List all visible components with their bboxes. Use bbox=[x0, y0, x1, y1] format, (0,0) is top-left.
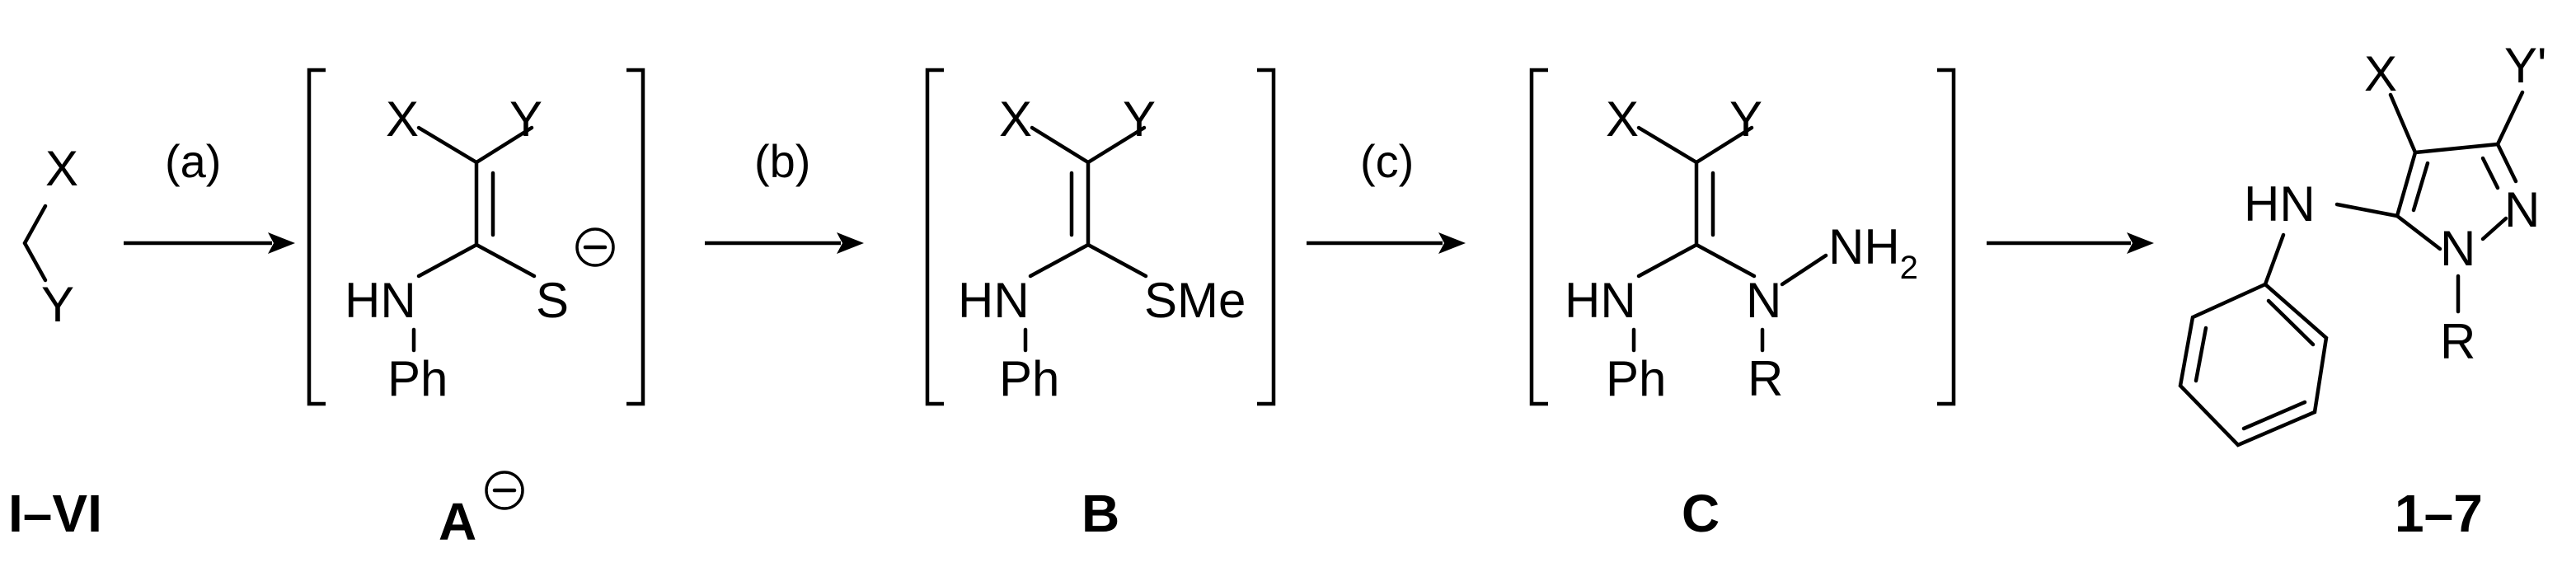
arrow-b: (b) bbox=[705, 135, 864, 254]
condition-c-label: (c) bbox=[1360, 135, 1414, 187]
arrow-final bbox=[1987, 232, 2154, 254]
bracket-left-c bbox=[1529, 68, 1548, 406]
condition-b-label: (b) bbox=[754, 135, 810, 187]
b-x-label: X bbox=[999, 91, 1032, 147]
c-n-label: N bbox=[1746, 273, 1781, 328]
c-compound-label: C bbox=[1682, 484, 1720, 543]
intermediate-c: X Y HN Ph N NH2 R C bbox=[1529, 68, 1956, 543]
b-compound-label: B bbox=[1082, 484, 1119, 543]
c-ph-label: Ph bbox=[1606, 351, 1666, 406]
start-y-label: Y bbox=[41, 277, 74, 332]
b-ph-label: Ph bbox=[999, 351, 1059, 406]
arrow-a: (a) bbox=[124, 135, 295, 254]
b-nh-label: HN bbox=[958, 273, 1030, 328]
b-sme-label: SMe bbox=[1144, 273, 1246, 328]
bracket-left-a bbox=[307, 68, 326, 406]
a-ph-label: Ph bbox=[387, 351, 448, 406]
a-charge-minus-icon bbox=[575, 227, 615, 267]
product-n2-label: N bbox=[2504, 182, 2540, 237]
product-pyrazole: X Y' N N R HN 1–7 bbox=[2178, 38, 2546, 543]
product-x-label: X bbox=[2364, 46, 2397, 101]
a-nh-label: HN bbox=[345, 273, 416, 328]
start-x-label: X bbox=[45, 141, 78, 196]
product-hn-label: HN bbox=[2244, 176, 2316, 232]
intermediate-a: X Y HN Ph S A bbox=[307, 68, 645, 551]
condition-a-label: (a) bbox=[165, 135, 221, 187]
a-s-label: S bbox=[536, 273, 569, 328]
c-r-label: R bbox=[1748, 351, 1783, 406]
product-r-label: R bbox=[2440, 314, 2475, 369]
intermediate-b: X Y HN Ph SMe B bbox=[925, 68, 1276, 543]
bracket-right-c bbox=[1937, 68, 1956, 406]
c-nh2-label: NH2 bbox=[1828, 219, 1918, 286]
a-x-label: X bbox=[386, 91, 419, 147]
product-compound-label: 1–7 bbox=[2395, 484, 2483, 543]
bracket-left-b bbox=[925, 68, 944, 406]
a-label-charge-minus-icon bbox=[485, 471, 524, 510]
product-n1-label: N bbox=[2440, 221, 2475, 276]
bracket-right-b bbox=[1257, 68, 1276, 406]
bracket-right-a bbox=[626, 68, 645, 406]
arrow-c: (c) bbox=[1307, 135, 1466, 254]
start-compound-label: I–VI bbox=[8, 484, 102, 543]
c-x-label: X bbox=[1606, 91, 1639, 147]
c-nh-label: HN bbox=[1565, 273, 1636, 328]
starting-material: X Y I–VI bbox=[8, 141, 102, 543]
product-y-label: Y' bbox=[2504, 38, 2546, 93]
a-compound-label: A bbox=[439, 492, 476, 551]
